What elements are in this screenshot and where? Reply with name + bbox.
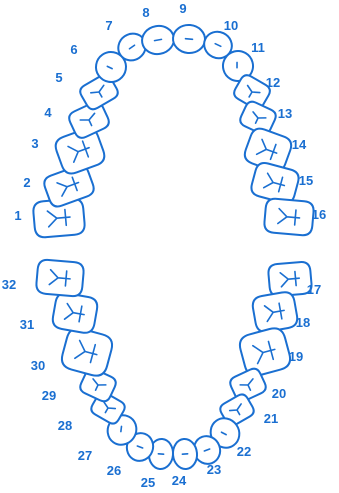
tooth-number-31: 31 [20, 317, 34, 332]
tooth-32[interactable] [36, 259, 85, 297]
tooth-number-23: 23 [207, 462, 221, 477]
tooth-number-26: 26 [107, 463, 121, 478]
tooth-number-13: 13 [278, 106, 292, 121]
tooth-18[interactable] [251, 291, 299, 334]
tooth-17[interactable] [268, 261, 313, 297]
tooth-number-27: 27 [78, 448, 92, 463]
tooth-number-24: 24 [172, 473, 187, 488]
tooth-number-10: 10 [224, 18, 238, 33]
tooth-number-18: 18 [296, 315, 310, 330]
tooth-number-21: 21 [264, 411, 278, 426]
tooth-number-6: 6 [70, 42, 77, 57]
tooth-number-15: 15 [299, 173, 313, 188]
tooth-19[interactable] [237, 326, 292, 378]
tooth-number-14: 14 [292, 137, 307, 152]
tooth-24[interactable] [172, 438, 199, 470]
tooth-31[interactable] [51, 292, 99, 335]
tooth-number-32: 32 [2, 277, 16, 292]
tooth-number-22: 22 [237, 444, 251, 459]
tooth-number-17: 17 [307, 282, 321, 297]
tooth-number-7: 7 [105, 18, 112, 33]
tooth-number-28: 28 [58, 418, 72, 433]
teeth-group [33, 23, 315, 470]
tooth-number-2: 2 [23, 175, 30, 190]
tooth-number-5: 5 [55, 70, 62, 85]
tooth-number-19: 19 [289, 349, 303, 364]
tooth-number-1: 1 [14, 208, 21, 223]
tooth-9[interactable] [172, 24, 206, 55]
tooth-number-3: 3 [31, 136, 38, 151]
tooth-number-30: 30 [31, 358, 45, 373]
tooth-9-groove [185, 39, 192, 40]
tooth-number-4: 4 [44, 105, 52, 120]
tooth-number-20: 20 [272, 386, 286, 401]
tooth-number-9: 9 [179, 1, 186, 16]
tooth-number-29: 29 [42, 388, 56, 403]
tooth-number-12: 12 [266, 75, 280, 90]
tooth-16[interactable] [264, 198, 315, 236]
tooth-number-11: 11 [251, 40, 265, 55]
tooth-number-8: 8 [142, 5, 149, 20]
tooth-number-16: 16 [312, 207, 326, 222]
tooth-number-25: 25 [141, 475, 155, 490]
